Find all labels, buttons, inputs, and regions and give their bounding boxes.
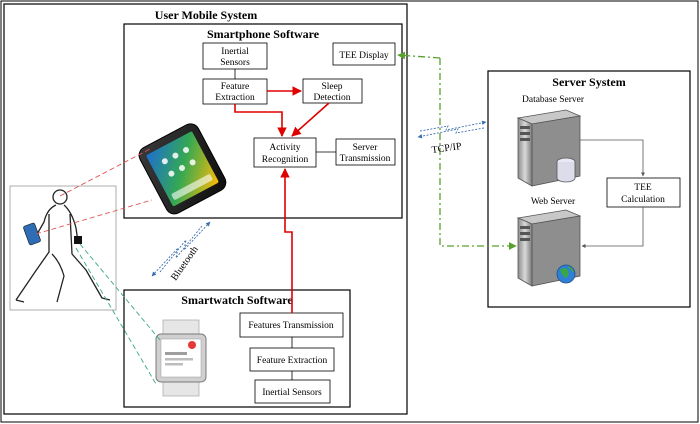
smartwatch-software-box xyxy=(123,289,351,408)
tee-display-box xyxy=(332,42,396,66)
phone-inertial-sensors-box xyxy=(202,42,268,70)
db-to-tee-arrow xyxy=(580,139,645,177)
bluetooth-label: Bluetooth xyxy=(169,244,201,283)
smartwatch-software-title: Smartwatch Software xyxy=(181,293,293,307)
person-phone-icon xyxy=(23,222,41,246)
phone-feature-label-1: Feature xyxy=(221,82,250,92)
features-to-activity-arrow xyxy=(234,104,287,137)
smartphone-software-box xyxy=(123,23,403,219)
web-server-network-link xyxy=(439,58,517,250)
sleep-detection-box xyxy=(302,78,363,104)
sleep-label-2: Detection xyxy=(314,93,351,103)
watch-inertial-sensors-box xyxy=(254,379,331,404)
database-server-icon xyxy=(516,109,582,187)
phone-view-line-bottom xyxy=(35,199,153,235)
user-figure-box xyxy=(9,185,117,311)
user-mobile-system-box xyxy=(3,3,408,415)
tee-calculation-label-2: Calculation xyxy=(621,195,665,205)
phone-feature-label-2: Extraction xyxy=(215,93,255,103)
server-transmission-label-2: Transmission xyxy=(340,154,391,164)
phone-feature-extraction-box xyxy=(202,78,268,105)
web-server-icon xyxy=(516,209,582,287)
tee-calculation-label-1: TEE xyxy=(634,183,652,193)
activity-recognition-box xyxy=(253,137,317,168)
server-transmission-label-1: Server xyxy=(353,143,379,153)
walking-person-icon xyxy=(15,189,111,303)
phone-inertial-label-1: Inertial xyxy=(221,47,249,57)
sleep-label-1: Sleep xyxy=(321,82,342,92)
activity-label-1: Activity xyxy=(269,143,300,153)
phone-view-line-top xyxy=(59,147,153,197)
tee-display-network-link xyxy=(397,51,441,60)
server-system-title: Server System xyxy=(552,75,625,89)
smartphone-icon xyxy=(138,123,227,215)
watch-inertial-sensors-label: Inertial Sensors xyxy=(262,388,322,398)
server-transmission-box xyxy=(335,138,396,166)
bluetooth-link xyxy=(151,221,211,277)
features-transmission-label: Features Transmission xyxy=(248,321,333,331)
watch-view-line-top xyxy=(79,243,161,341)
smartwatch-icon xyxy=(155,319,207,397)
tee-to-web-arrow xyxy=(581,207,644,248)
tee-calculation-box xyxy=(606,177,681,208)
tee-display-label: TEE Display xyxy=(339,51,389,61)
person-watch-icon xyxy=(74,236,82,244)
sleep-to-activity-arrow xyxy=(291,102,330,137)
tcp-ip-label: TCP/IP xyxy=(431,141,463,156)
activity-label-2: Recognition xyxy=(262,155,309,165)
web-server-label: Web Server xyxy=(531,197,576,207)
watch-view-line-bottom xyxy=(75,247,157,385)
watch-to-activity-arrow xyxy=(280,168,293,313)
phone-inertial-label-2: Sensors xyxy=(220,58,250,68)
user-mobile-system-title: User Mobile System xyxy=(155,8,257,22)
smartphone-software-title: Smartphone Software xyxy=(207,27,320,41)
server-system-box xyxy=(487,70,691,308)
tcp-ip-link xyxy=(417,120,487,139)
watch-feature-extraction-label: Feature Extraction xyxy=(257,356,328,366)
features-transmission-box xyxy=(239,312,344,338)
database-server-label: Database Server xyxy=(522,95,585,105)
